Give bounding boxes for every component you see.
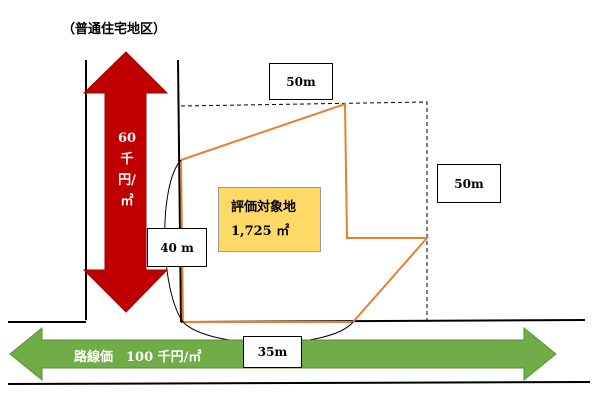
side-road-price-label: 60 千 円/ ㎡ (110, 128, 144, 212)
road-edge-left-inner (177, 59, 182, 323)
dimension-left: 40 m (147, 228, 207, 267)
road-edge-bottom (7, 381, 591, 385)
subject-name: 評価対象地 (231, 200, 297, 215)
subject-lot-label: 評価対象地 1,725 ㎡ (218, 187, 321, 252)
dimension-top: 50m (269, 63, 333, 100)
dimension-bottom: 35m (243, 336, 302, 368)
zone-label: （普通住宅地区） (62, 22, 167, 37)
side-road-price-value: 60 (117, 131, 137, 146)
side-road-price-unit-1: 千 (120, 152, 134, 167)
side-road-price-unit-3: ㎡ (120, 194, 134, 209)
side-road-price-arrow (82, 51, 169, 313)
dashed-outline (180, 101, 428, 322)
dimension-right: 50m (437, 164, 501, 203)
front-road-price-label: 路線価 100 千円/㎡ (74, 350, 202, 365)
subject-area: 1,725 ㎡ (231, 224, 290, 239)
side-road-price-unit-2: 円/ (118, 173, 136, 188)
